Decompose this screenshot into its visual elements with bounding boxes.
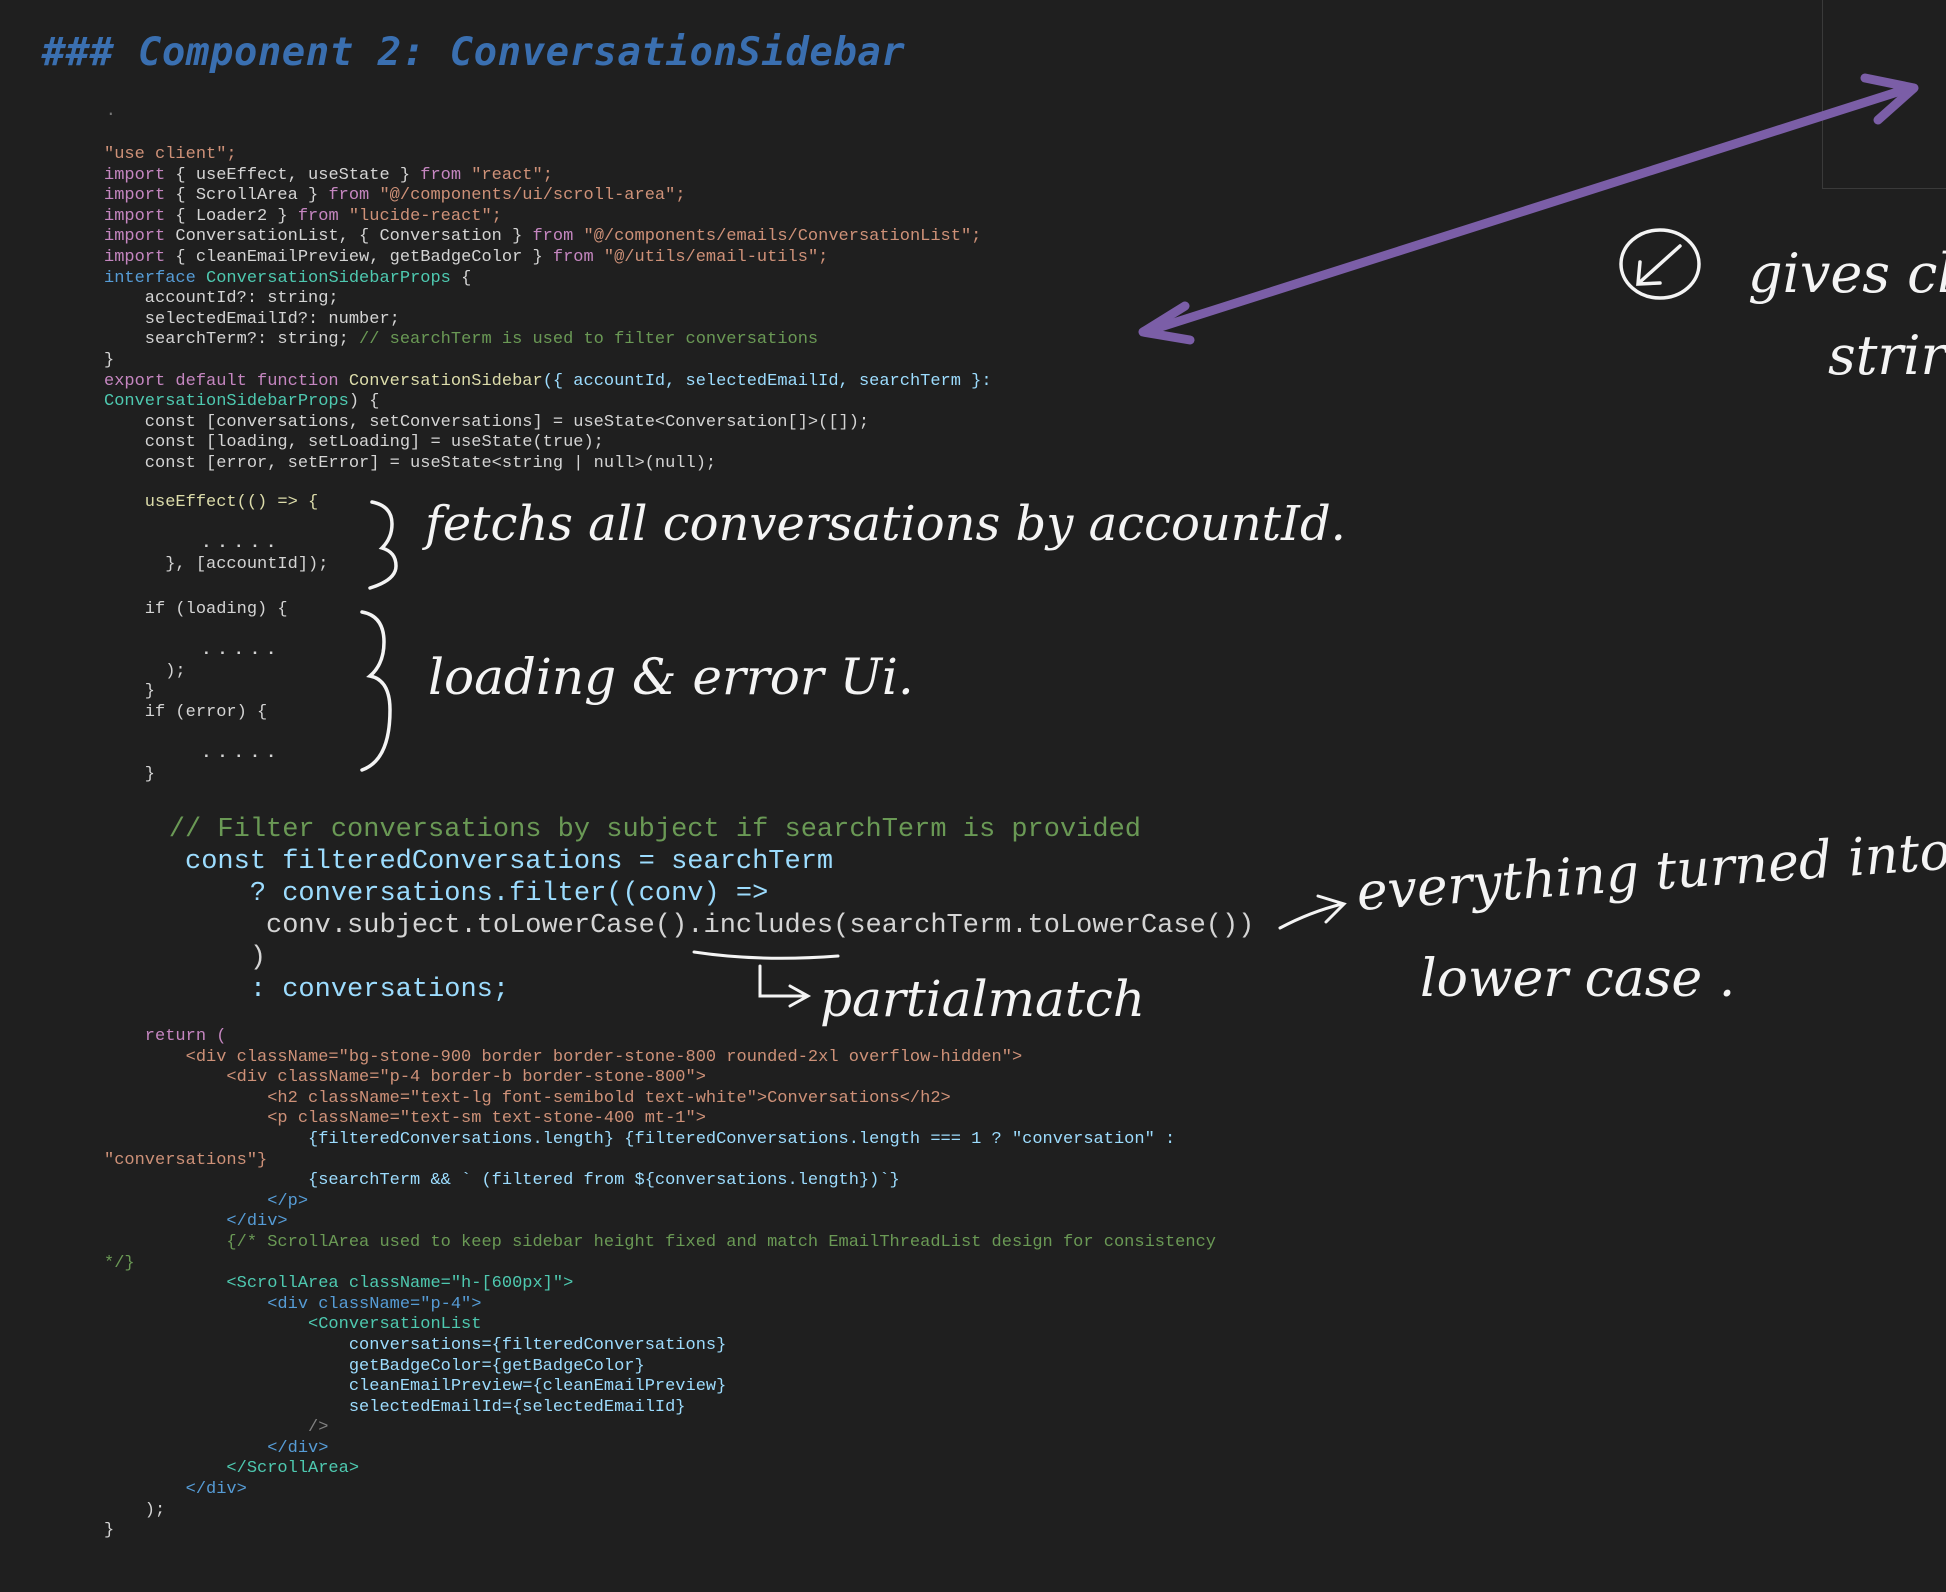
code-block-render: return ( <div className="bg-stone-900 bo…: [104, 1027, 1216, 1542]
code-line: conversations={filteredConversations}: [104, 1335, 727, 1355]
code-line: "conversations"}: [104, 1150, 268, 1170]
curly-brace-icon: [368, 500, 398, 590]
annotation-everything: everything turned into: [1355, 822, 1946, 923]
code-line: <h2 className="text-lg font-semibold tex…: [104, 1088, 951, 1108]
code-line: const [loading, setLoading] = useState(t…: [104, 433, 604, 453]
code-line: import { ScrollArea } from "@/components…: [104, 186, 686, 206]
code-line: </div>: [104, 1438, 329, 1458]
code-line: [104, 621, 288, 642]
arrow-right-icon: [1278, 894, 1347, 930]
code-line: <div className="p-4">: [104, 1294, 482, 1314]
code-block-effects: useEffect(() => { ..... }, [accountId]);: [104, 493, 329, 575]
code-line: [104, 514, 328, 535]
annotation-fetch: fetchs all conversations by accountId.: [422, 496, 1346, 552]
code-line: searchTerm?: string; // searchTerm is us…: [104, 330, 819, 350]
annotation-loading: loading & error Ui.: [428, 648, 914, 706]
code-line: import ConversationList, { Conversation …: [104, 227, 982, 247]
code-line: [104, 724, 288, 745]
collapsed-dots: .....: [104, 534, 283, 554]
code-line: // Filter conversations by subject if se…: [104, 815, 1141, 845]
code-line: const filteredConversations = searchTerm: [104, 847, 834, 877]
code-line: interface ConversationSidebarProps {: [104, 268, 472, 288]
code-line: <ScrollArea className="h-[600px]">: [104, 1274, 574, 1294]
code-line: }: [104, 764, 156, 784]
code-line: const [conversations, setConversations] …: [104, 412, 870, 432]
code-line: {/* ScrollArea used to keep sidebar heig…: [104, 1232, 1216, 1252]
code-line: <p className="text-sm text-stone-400 mt-…: [104, 1109, 706, 1129]
code-line: </div>: [104, 1480, 247, 1500]
code-line: }: [104, 350, 115, 370]
code-line: </ScrollArea>: [104, 1459, 360, 1479]
annotation-lower-case: lower case .: [1420, 949, 1735, 1009]
code-line: />: [104, 1418, 329, 1438]
code-line: return (: [104, 1027, 227, 1046]
code-line: <div className="p-4 border-b border-ston…: [104, 1068, 706, 1088]
code-line: if (loading) {: [104, 600, 288, 619]
code-line: const [error, setError] = useState<strin…: [104, 453, 717, 473]
code-line: */}: [104, 1253, 135, 1273]
code-line: </p>: [104, 1191, 309, 1211]
code-line: getBadgeColor={getBadgeColor}: [104, 1356, 645, 1376]
code-line: ? conversations.filter((conv) =>: [104, 879, 769, 909]
code-line: import { useEffect, useState } from "rea…: [104, 165, 553, 185]
code-block-imports: "use client";import { useEffect, useStat…: [104, 145, 992, 475]
curly-brace-icon: [360, 610, 392, 772]
collapsed-dots: .....: [104, 744, 283, 764]
code-block-filter: // Filter conversations by subject if se…: [104, 814, 1255, 1006]
code-block-loading: if (loading) { ..... ); } if (error) { .…: [104, 600, 288, 785]
annotation-gives: gives cl: [1748, 242, 1946, 305]
corner-panel: [1822, 0, 1946, 189]
code-line: </div>: [104, 1212, 288, 1232]
code-line: );: [104, 661, 186, 681]
code-line: <ConversationList: [104, 1315, 482, 1335]
code-line: accountId?: string;: [104, 289, 339, 309]
code-line: }, [accountId]);: [104, 554, 329, 574]
code-line: import { Loader2 } from "lucide-react";: [104, 206, 502, 226]
code-line: : conversations;: [104, 975, 510, 1005]
code-line: "use client";: [104, 145, 237, 164]
stray-dot: .: [106, 100, 116, 119]
code-line: selectedEmailId?: number;: [104, 309, 400, 329]
circled-arrow-icon: [1619, 228, 1701, 300]
code-line: );: [104, 1500, 166, 1520]
code-line: conv.subject.toLowerCase().includes(sear…: [104, 911, 1255, 941]
annotation-string: strir: [1828, 324, 1946, 387]
code-line: }: [104, 1521, 115, 1541]
code-line: useEffect(() => {: [104, 493, 319, 512]
code-line: {filteredConversations.length} {filtered…: [104, 1129, 1176, 1149]
code-line: {searchTerm && ` (filtered from ${conver…: [104, 1171, 900, 1191]
code-line: <div className="bg-stone-900 border bord…: [104, 1047, 1023, 1067]
code-line: ConversationSidebarProps) {: [104, 392, 380, 412]
double-arrow-icon: [1138, 73, 1919, 345]
code-line: cleanEmailPreview={cleanEmailPreview}: [104, 1377, 727, 1397]
code-line: import { cleanEmailPreview, getBadgeColo…: [104, 247, 829, 267]
code-line: selectedEmailId={selectedEmailId}: [104, 1397, 686, 1417]
section-heading: ### Component 2: ConversationSidebar: [42, 30, 906, 75]
code-line: if (error) {: [104, 702, 268, 722]
code-line: ): [104, 943, 267, 973]
code-line: }: [104, 682, 156, 702]
code-line: export default function ConversationSide…: [104, 371, 992, 391]
collapsed-dots: .....: [104, 641, 283, 661]
